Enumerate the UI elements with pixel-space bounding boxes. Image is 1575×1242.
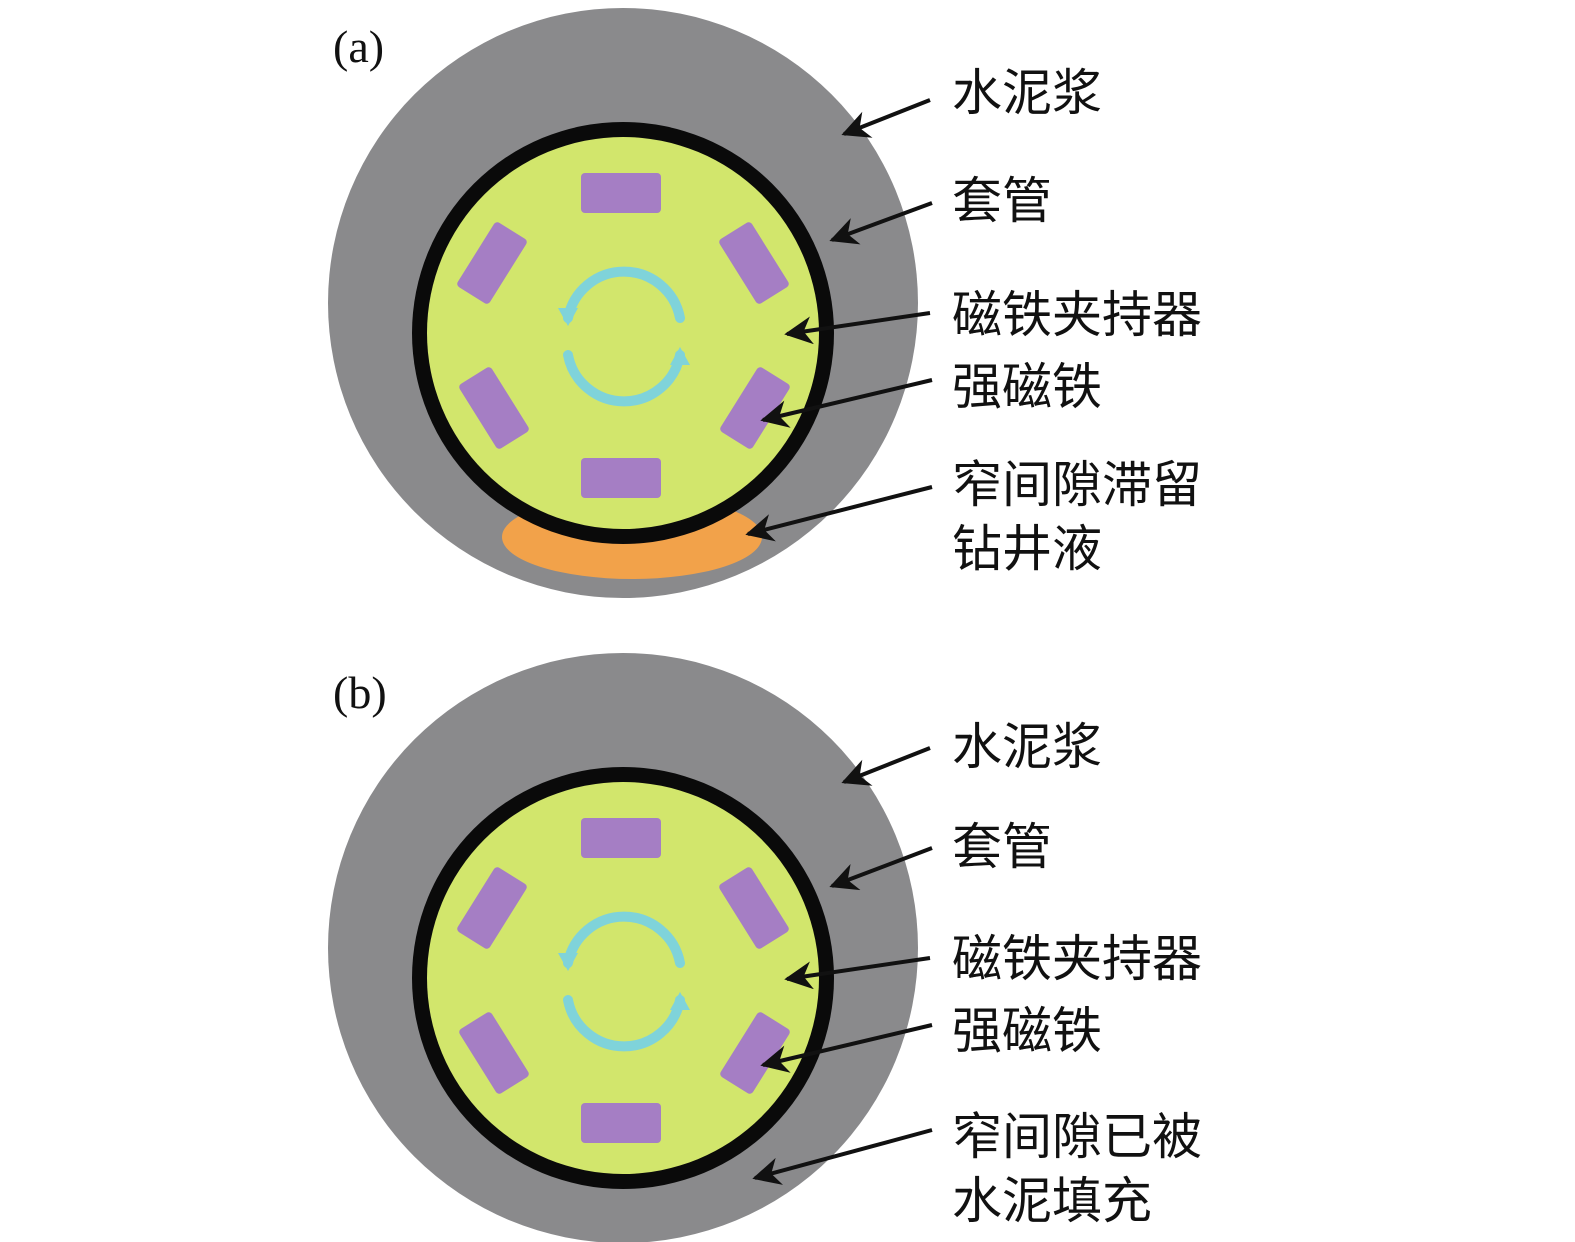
arrow-holder <box>784 311 931 345</box>
magnet <box>457 222 527 304</box>
arrow-gap <box>752 1128 933 1185</box>
magnet <box>457 867 527 949</box>
magnet <box>581 458 661 498</box>
magnet <box>581 173 661 213</box>
magnet <box>459 1012 529 1094</box>
panel-b: (b) 水泥浆 套管 磁铁夹持器 强磁铁 窄间隙已被 水泥 <box>328 653 1202 1242</box>
arrow-cement <box>841 98 931 138</box>
rotation-arrows-icon <box>558 266 690 407</box>
magnet <box>719 867 789 949</box>
arrow-magnet <box>760 378 933 428</box>
magnet <box>719 222 789 304</box>
label-gap-line1: 窄间隙滞留 <box>952 456 1202 514</box>
label-strong-magnet: 强磁铁 <box>952 1002 1102 1060</box>
label-magnet-holder: 磁铁夹持器 <box>952 286 1202 344</box>
magnet <box>459 367 529 449</box>
panel-b-label: (b) <box>333 667 387 718</box>
arrow-casing <box>829 846 933 891</box>
magnet <box>720 367 790 449</box>
magnet-set <box>457 818 790 1143</box>
label-cement: 水泥浆 <box>952 64 1102 122</box>
rotation-arrows-icon <box>558 911 690 1052</box>
label-casing: 套管 <box>952 818 1052 876</box>
magnet <box>581 818 661 858</box>
arrow-cement <box>841 746 931 786</box>
label-gap-line1: 窄间隙已被 <box>952 1108 1202 1166</box>
label-gap-line2: 钻井液 <box>952 520 1102 578</box>
magnet <box>720 1012 790 1094</box>
magnet-set <box>457 173 790 498</box>
label-cement: 水泥浆 <box>952 718 1102 776</box>
panel-a: (a) 水泥浆 套管 磁铁夹持器 强磁铁 窄间隙滞留 <box>328 8 1202 598</box>
arrow-holder <box>784 956 931 990</box>
label-strong-magnet: 强磁铁 <box>952 358 1102 416</box>
arrow-casing <box>829 201 933 245</box>
label-casing: 套管 <box>952 172 1052 230</box>
panel-a-label: (a) <box>333 21 384 72</box>
label-magnet-holder: 磁铁夹持器 <box>952 930 1202 988</box>
magnet <box>581 1103 661 1143</box>
label-gap-line2: 水泥填充 <box>952 1172 1152 1230</box>
arrow-gap <box>745 485 933 542</box>
arrow-magnet <box>760 1023 933 1073</box>
